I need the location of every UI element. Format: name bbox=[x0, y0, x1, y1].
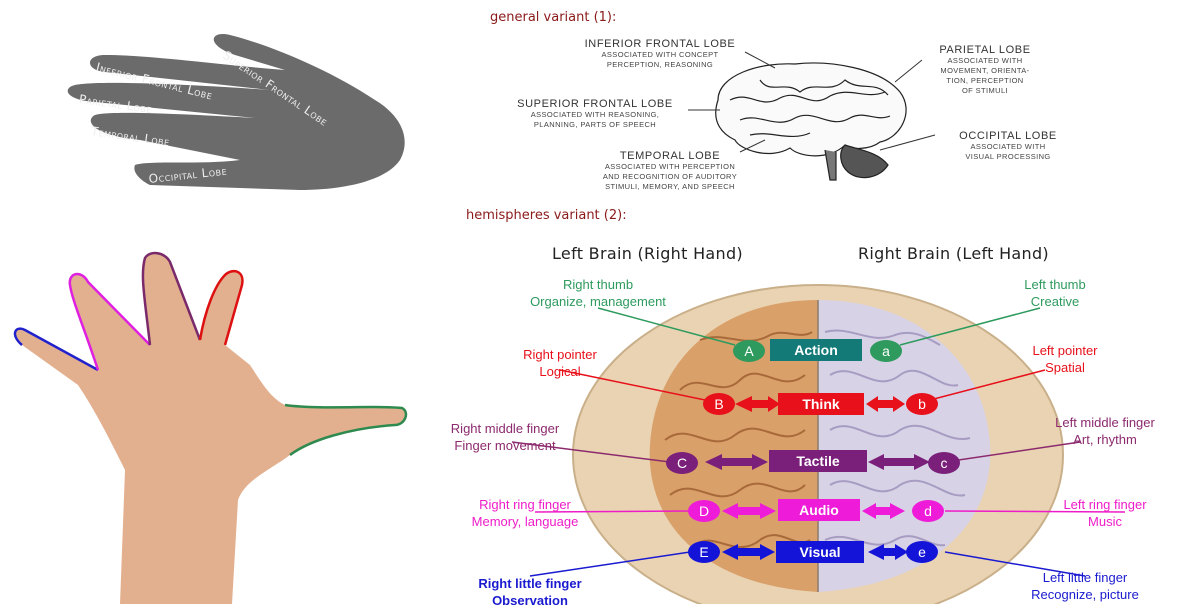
finger-skill: Organize, management bbox=[478, 293, 718, 310]
general-variant-heading: general variant (1): bbox=[490, 10, 616, 25]
hemispheres-variant-heading: hemispheres variant (2): bbox=[466, 208, 627, 223]
lobe-title: Superior Frontal Lobe bbox=[495, 98, 695, 110]
right-pointer-text: Right pointer Logical bbox=[490, 346, 630, 380]
lobe-desc-line: associated with bbox=[915, 56, 1055, 66]
think-box: Think bbox=[778, 393, 864, 415]
lobe-title: Parietal Lobe bbox=[915, 44, 1055, 56]
finger-skill: Music bbox=[1035, 513, 1175, 530]
finger-name: Right little finger bbox=[450, 575, 610, 592]
lobe-desc-line: associated with bbox=[938, 142, 1078, 152]
audio-box: Audio bbox=[778, 499, 860, 521]
inferior-frontal-lobe-label: Inferior Frontal Lobe associated with co… bbox=[560, 38, 760, 70]
letter-badge-c: c bbox=[928, 452, 960, 474]
finger-skill: Logical bbox=[490, 363, 630, 380]
lobe-desc-line: tion, perception bbox=[915, 76, 1055, 86]
finger-skill: Art, rhythm bbox=[1030, 431, 1180, 448]
right-thumb-text: Right thumb Organize, management bbox=[478, 276, 718, 310]
tactile-box: Tactile bbox=[769, 450, 867, 472]
lobe-title: Occipital Lobe bbox=[938, 130, 1078, 142]
letter-badge-B: B bbox=[703, 393, 735, 415]
right-brain-title: Right Brain (Left Hand) bbox=[858, 244, 1049, 263]
lobe-desc-line: associated with perception bbox=[570, 162, 770, 172]
occipital-lobe-label: Occipital Lobe associated with visual pr… bbox=[938, 130, 1078, 162]
finger-name: Left little finger bbox=[1010, 569, 1160, 586]
finger-skill: Memory, language bbox=[440, 513, 610, 530]
letter-badge-d: d bbox=[912, 500, 944, 522]
left-pointer-text: Left pointer Spatial bbox=[1000, 342, 1130, 376]
finger-name: Right pointer bbox=[490, 346, 630, 363]
finger-skill: Finger movement bbox=[420, 437, 590, 454]
finger-name: Left pointer bbox=[1000, 342, 1130, 359]
finger-name: Left thumb bbox=[985, 276, 1125, 293]
letter-badge-e: e bbox=[906, 541, 938, 563]
lobe-title: Inferior Frontal Lobe bbox=[560, 38, 760, 50]
letter-badge-C: C bbox=[666, 452, 698, 474]
letter-badge-a: a bbox=[870, 340, 902, 362]
left-brain-title: Left Brain (Right Hand) bbox=[552, 244, 743, 263]
finger-name: Right ring finger bbox=[440, 496, 610, 513]
parietal-lobe-label: Parietal Lobe associated with movement, … bbox=[915, 44, 1055, 96]
visual-box: Visual bbox=[776, 541, 864, 563]
finger-name: Right middle finger bbox=[420, 420, 590, 437]
letter-badge-b: b bbox=[906, 393, 938, 415]
lobe-desc-line: associated with reasoning, bbox=[495, 110, 695, 120]
lobe-desc-line: associated with concept bbox=[560, 50, 760, 60]
lobe-title: Temporal Lobe bbox=[570, 150, 770, 162]
finger-name: Left ring finger bbox=[1035, 496, 1175, 513]
finger-skill: Observation bbox=[450, 592, 610, 609]
lobe-desc-line: of stimuli bbox=[915, 86, 1055, 96]
finger-skill: Creative bbox=[985, 293, 1125, 310]
right-ring-finger-text: Right ring finger Memory, language bbox=[440, 496, 610, 530]
letter-badge-D: D bbox=[688, 500, 720, 522]
left-little-finger-text: Left little finger Recognize, picture bbox=[1010, 569, 1160, 603]
finger-skill: Recognize, picture bbox=[1010, 586, 1160, 603]
lobe-desc-line: perception, reasoning bbox=[560, 60, 760, 70]
open-hand-photo bbox=[15, 253, 406, 604]
action-box: Action bbox=[770, 339, 862, 361]
lobe-desc-line: movement, orienta- bbox=[915, 66, 1055, 76]
left-middle-finger-text: Left middle finger Art, rhythm bbox=[1030, 414, 1180, 448]
letter-badge-E: E bbox=[688, 541, 720, 563]
lobe-desc-line: visual processing bbox=[938, 152, 1078, 162]
superior-frontal-lobe-label: Superior Frontal Lobe associated with re… bbox=[495, 98, 695, 130]
finger-name: Right thumb bbox=[478, 276, 718, 293]
lobe-desc-line: planning, parts of speech bbox=[495, 120, 695, 130]
left-ring-finger-text: Left ring finger Music bbox=[1035, 496, 1175, 530]
left-thumb-text: Left thumb Creative bbox=[985, 276, 1125, 310]
lobe-desc-line: stimuli, memory, and speech bbox=[570, 182, 770, 192]
finger-name: Left middle finger bbox=[1030, 414, 1180, 431]
lobe-desc-line: and recognition of auditory bbox=[570, 172, 770, 182]
finger-skill: Spatial bbox=[1000, 359, 1130, 376]
letter-badge-A: A bbox=[733, 340, 765, 362]
right-middle-finger-text: Right middle finger Finger movement bbox=[420, 420, 590, 454]
temporal-lobe-label: Temporal Lobe associated with perception… bbox=[570, 150, 770, 192]
